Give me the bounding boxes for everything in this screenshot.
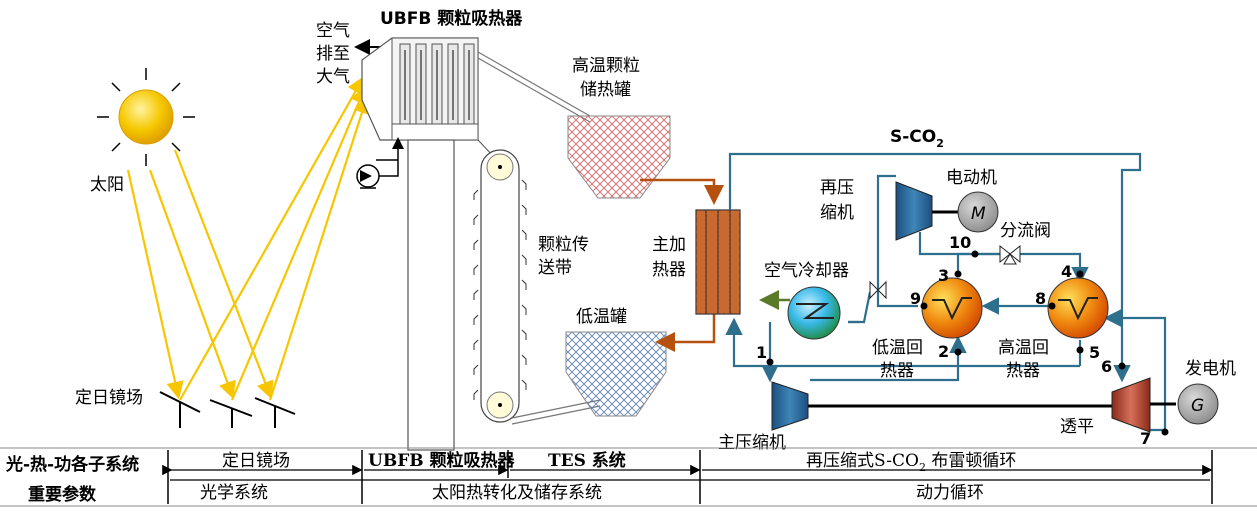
system-thermal: 太阳热转化及储存系统 [432,483,602,503]
motor-symbol: M [971,204,986,224]
high-temp-recuperator [1047,277,1109,339]
section-heliostat: 定日镜场 [222,451,290,471]
recompressor-label-1: 再压 [820,178,854,198]
receiver-title: UBFB 颗粒吸热器 [380,8,523,29]
state-point-7: 7 [1140,429,1151,448]
system-power: 动力循环 [916,483,984,503]
split-valve-icon [999,244,1021,265]
state-point-10: 10 [949,233,971,252]
parameter-table [0,447,1257,507]
main-compressor-label: 主压缩机 [718,433,786,453]
sco2-label: S-CO2 [890,127,944,150]
hot-tank-label-2: 储热罐 [580,80,631,100]
state-point-6: 6 [1101,357,1112,376]
solar-rays [126,76,371,401]
turbine [1111,377,1176,433]
generator-symbol: G [1191,396,1204,416]
air-exhaust-label-2: 排至 [316,44,350,64]
state-point-dots [766,250,1169,436]
cold-tank-label: 低温罐 [576,307,627,327]
heliostat-mirrors [159,391,296,428]
heliostat-label: 定日镜场 [75,388,143,408]
recompressor-label-2: 缩机 [820,203,854,223]
motor-label: 电动机 [946,168,997,188]
belt-label-2: 送带 [538,258,572,278]
main-heater [695,209,741,315]
split-valve-label: 分流阀 [1000,221,1051,241]
air-cooler-label: 空气冷却器 [764,261,849,281]
cold-particle-pipe [655,314,716,352]
ltr-label-2: 热器 [880,361,914,381]
ltr-label-1: 低温回 [872,338,923,358]
state-point-5: 5 [1089,343,1100,362]
section-sco2-brayton: 再压缩式S-CO2 布雷顿循环 [806,451,1016,474]
low-temp-recuperator [921,277,983,339]
system-optical: 光学系统 [200,483,268,503]
air-exhaust-label-1: 空气 [316,21,350,41]
transfer-lines [477,51,601,425]
sun-label: 太阳 [90,175,124,195]
hot-particle-tank [567,115,671,199]
htr-label-1: 高温回 [998,338,1049,358]
particle-conveyor [473,139,527,423]
state-point-2: 2 [938,342,949,361]
state-point-4: 4 [1061,262,1072,281]
main-heater-label-1: 主加 [652,235,686,255]
state-point-9: 9 [910,289,921,308]
state-point-3: 3 [938,266,949,285]
air-exhaust-label-3: 大气 [316,67,350,87]
air-blower [356,137,404,189]
state-point-8: 8 [1035,289,1046,308]
motor-icon [957,191,999,233]
air-cooler [759,286,841,340]
belt-label-1: 颗粒传 [538,235,589,255]
hot-tank-label-1: 高温颗粒 [572,56,640,76]
mix-valve-icon [869,280,887,300]
turbine-label: 透平 [1060,417,1094,437]
hot-particle-pipe [640,178,724,205]
section-tes: TES 系统 [548,450,626,471]
state-point-1: 1 [756,343,767,362]
main-compressor [771,381,809,431]
row-header-2: 重要参数 [28,484,97,505]
htr-label-2: 热器 [1006,361,1040,381]
main-heater-label-2: 热器 [652,260,686,280]
sun-icon [97,68,195,166]
section-ubfb: UBFB 颗粒吸热器 [368,450,516,471]
recompressor [895,181,960,241]
generator-icon [1177,383,1219,425]
ubfb-receiver [361,37,479,451]
row-header-1: 光-热-功各子系统 [5,454,139,475]
generator-label: 发电机 [1185,359,1236,379]
